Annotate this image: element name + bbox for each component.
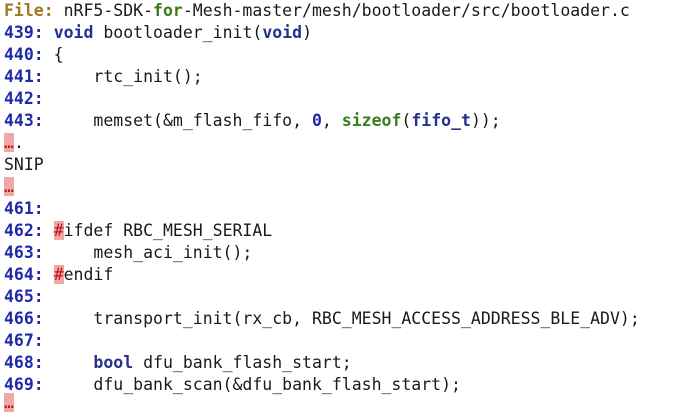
ellipsis-line: …. (4, 132, 24, 154)
code-text: ifdef RBC_MESH_SERIAL (63, 221, 273, 240)
code-text: { (43, 45, 64, 64)
keyword-sizeof: sizeof (341, 111, 402, 130)
code-text: ( (401, 111, 412, 130)
ellipsis-line: … (4, 392, 14, 414)
code-line-461: 461: (4, 198, 44, 220)
code-line-442: 442: (4, 88, 44, 110)
file-path-prefix: nRF5-SDK- (53, 1, 154, 20)
preprocessor-hash: # (53, 221, 64, 240)
code-text: bootloader_init( (93, 23, 263, 42)
line-number: 441: (4, 67, 44, 86)
line-number: 439: (4, 23, 44, 42)
line-number: 465: (4, 287, 44, 306)
code-line-441: 441: rtc_init(); (4, 66, 203, 88)
code-line-440: 440: { (4, 44, 64, 66)
code-text: , (321, 111, 342, 130)
line-number: 463: (4, 243, 44, 262)
code-line-465: 465: (4, 286, 44, 308)
file-path-suffix: -Mesh-master/mesh/bootloader/src/bootloa… (182, 1, 630, 20)
ellipsis-marker: … (4, 133, 14, 152)
line-number: 466: (4, 309, 44, 328)
code-line-467: 467: (4, 330, 44, 352)
line-number: 443: (4, 111, 44, 130)
code-line-466: 466: transport_init(rx_cb, RBC_MESH_ACCE… (4, 308, 640, 330)
line-number: 468: (4, 353, 44, 372)
file-path-highlight: for (153, 1, 183, 20)
code-text: dfu_bank_scan(&dfu_bank_flash_start); (43, 375, 461, 394)
ellipsis-line: … (4, 176, 14, 198)
code-text: rtc_init(); (43, 67, 203, 86)
code-text: dfu_bank_flash_start; (133, 353, 352, 372)
code-text: ) (302, 23, 313, 42)
code-text: endif (63, 265, 114, 284)
ellipsis-marker: … (4, 393, 14, 412)
line-number: 464: (4, 265, 44, 284)
code-line-443: 443: memset(&m_flash_fifo, 0, sizeof(fif… (4, 110, 501, 132)
code-line-464: 464: #endif (4, 264, 113, 286)
keyword: void (53, 23, 94, 42)
line-number: 442: (4, 89, 44, 108)
preprocessor-hash: # (53, 265, 64, 284)
code-text: memset(&m_flash_fifo, (43, 111, 312, 130)
file-header: File: nRF5-SDK-for-Mesh-master/mesh/boot… (4, 0, 630, 22)
code-text: )); (470, 111, 501, 130)
code-line-439: 439: void bootloader_init(void) (4, 22, 312, 44)
code-text: transport_init(rx_cb, RBC_MESH_ACCESS_AD… (43, 309, 640, 328)
snip-line: SNIP (4, 154, 44, 176)
file-label: File: (4, 1, 54, 20)
snip-text: SNIP (4, 155, 44, 174)
line-number: 469: (4, 375, 44, 394)
code-line-468: 468: bool dfu_bank_flash_start; (4, 352, 352, 374)
ellipsis-marker: … (4, 177, 14, 196)
line-number: 467: (4, 331, 44, 350)
code-line-462: 462: #ifdef RBC_MESH_SERIAL (4, 220, 272, 242)
line-number: 440: (4, 45, 44, 64)
code-text: . (13, 133, 24, 152)
code-line-463: 463: mesh_aci_init(); (4, 242, 252, 264)
code-text: mesh_aci_init(); (43, 243, 253, 262)
line-number: 461: (4, 199, 44, 218)
code-line-469: 469: dfu_bank_scan(&dfu_bank_flash_start… (4, 374, 461, 396)
keyword: bool (93, 353, 134, 372)
keyword: void (262, 23, 303, 42)
type-name: fifo_t (411, 111, 471, 130)
number-literal: 0 (311, 111, 322, 130)
line-number: 462: (4, 221, 44, 240)
